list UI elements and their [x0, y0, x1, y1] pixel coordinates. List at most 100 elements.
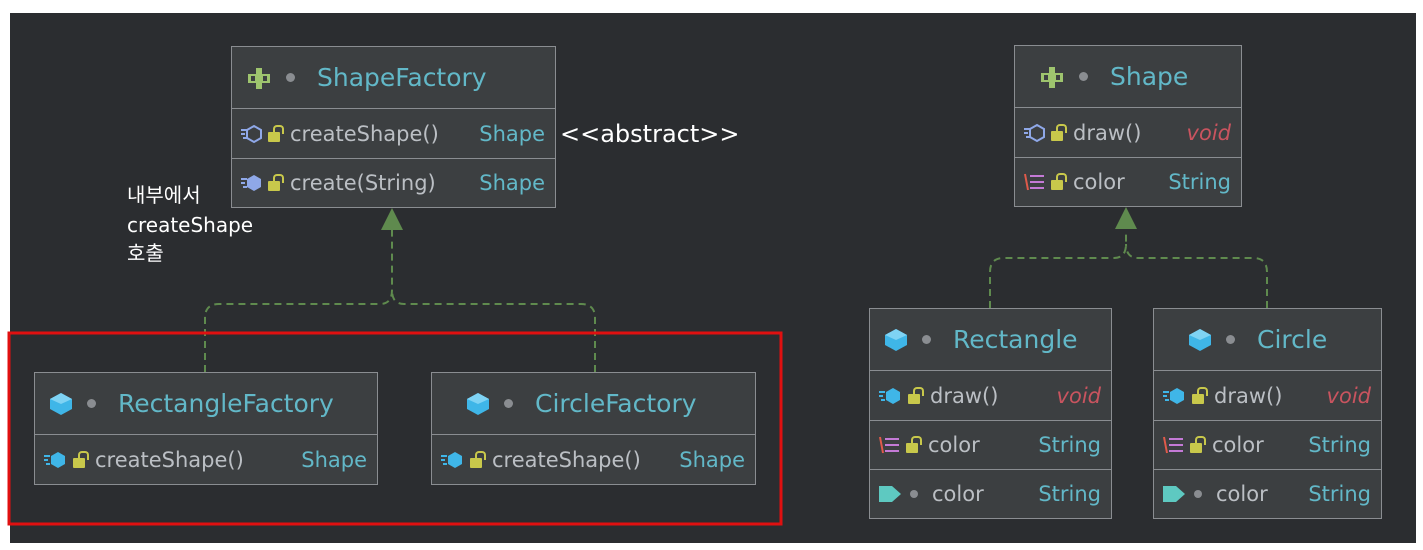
tag-icon	[1163, 486, 1185, 502]
return-type: void	[1186, 120, 1231, 145]
visibility-dot-icon	[286, 73, 295, 82]
lock-icon	[1051, 173, 1067, 190]
field-icon	[1024, 173, 1044, 191]
lock-icon	[908, 386, 924, 404]
field-type: String	[1308, 433, 1371, 457]
lock-icon	[1190, 436, 1206, 453]
rectangle-class[interactable]: Rectangle draw() void color String color…	[869, 308, 1112, 519]
class-icon	[1189, 328, 1211, 351]
method-row[interactable]: draw() void	[1015, 108, 1241, 158]
lock-icon	[268, 174, 284, 191]
field-icon	[1163, 436, 1183, 454]
lock-icon	[73, 451, 89, 468]
class-header: CircleFactory	[432, 373, 755, 435]
field-type: String	[1168, 170, 1231, 194]
class-header: Rectangle	[870, 309, 1111, 371]
note-text: 내부에서 createShape 호출	[127, 178, 253, 268]
field-type: String	[1038, 433, 1101, 457]
class-icon	[467, 392, 489, 415]
method-row[interactable]: createShape() Shape	[432, 435, 755, 485]
class-header: Shape	[1015, 46, 1241, 108]
interface-icon	[248, 67, 270, 89]
method-icon	[879, 387, 900, 404]
return-type: void	[1056, 383, 1101, 408]
circle-class[interactable]: Circle draw() void color String color St…	[1153, 308, 1382, 519]
class-title: Rectangle	[953, 325, 1078, 354]
method-name: draw()	[1073, 120, 1142, 145]
shape-class[interactable]: Shape draw() void color String	[1014, 45, 1242, 207]
return-type: Shape	[479, 121, 545, 146]
lock-icon	[268, 124, 284, 142]
lock-icon	[470, 451, 486, 468]
abstract-method-icon	[241, 124, 262, 143]
rectangle-factory-class[interactable]: RectangleFactory createShape() Shape	[34, 372, 378, 485]
method-name: draw()	[1214, 383, 1283, 408]
field-row[interactable]: color String	[1154, 421, 1381, 470]
shape-factory-arrowhead	[381, 208, 403, 230]
shape-arrowhead	[1115, 207, 1137, 229]
class-title: CircleFactory	[535, 389, 697, 418]
property-row[interactable]: color String	[870, 470, 1111, 518]
return-type: Shape	[479, 171, 545, 195]
method-icon	[1163, 387, 1184, 404]
method-name: create(String)	[290, 171, 436, 195]
property-type: String	[1308, 482, 1371, 506]
return-type: Shape	[301, 448, 367, 472]
method-name: createShape()	[290, 121, 439, 146]
class-title: Circle	[1257, 325, 1328, 354]
field-row[interactable]: color String	[870, 421, 1111, 470]
property-name: color	[932, 482, 984, 506]
field-name: color	[1212, 433, 1264, 457]
field-icon	[879, 436, 899, 454]
visibility-dot-icon	[910, 490, 918, 498]
class-header: RectangleFactory	[35, 373, 377, 435]
class-icon	[885, 328, 907, 351]
method-name: draw()	[930, 383, 999, 408]
method-row[interactable]: createShape() Shape	[35, 435, 377, 485]
method-name: createShape()	[492, 448, 641, 472]
class-header: ShapeFactory	[232, 47, 555, 109]
class-title: ShapeFactory	[317, 63, 487, 92]
note-line: 호출	[127, 241, 164, 265]
class-header: Circle	[1154, 309, 1381, 371]
return-type: void	[1326, 383, 1371, 408]
note-line: createShape	[127, 213, 254, 237]
visibility-dot-icon	[1194, 490, 1202, 498]
abstract-method-icon	[1024, 123, 1045, 142]
field-name: color	[1073, 170, 1125, 194]
circle-inheritance-line	[1125, 243, 1268, 308]
field-name: color	[928, 433, 980, 457]
method-icon	[241, 175, 261, 191]
lock-icon	[1051, 123, 1067, 141]
visibility-dot-icon	[1226, 335, 1235, 344]
lock-icon	[1192, 386, 1208, 404]
method-row[interactable]: createShape() Shape	[232, 109, 555, 159]
method-row[interactable]: draw() void	[870, 371, 1111, 421]
class-icon	[50, 392, 72, 415]
interface-icon	[1041, 66, 1063, 88]
class-title: RectangleFactory	[118, 389, 334, 418]
visibility-dot-icon	[922, 335, 931, 344]
property-type: String	[1038, 482, 1101, 506]
tag-icon	[879, 486, 901, 502]
method-row[interactable]: create(String) Shape	[232, 159, 555, 207]
method-name: createShape()	[95, 448, 244, 472]
rectangle-factory-inheritance-line	[204, 228, 393, 372]
visibility-dot-icon	[1079, 72, 1088, 81]
circle-factory-class[interactable]: CircleFactory createShape() Shape	[431, 372, 756, 485]
class-title: Shape	[1110, 62, 1189, 91]
note-line: 내부에서	[127, 183, 201, 207]
return-type: Shape	[679, 448, 745, 472]
rectangle-inheritance-line	[989, 230, 1127, 308]
lock-icon	[906, 436, 922, 453]
method-row[interactable]: draw() void	[1154, 371, 1381, 421]
abstract-label: <<abstract>>	[560, 120, 740, 148]
visibility-dot-icon	[504, 399, 513, 408]
method-icon	[441, 452, 462, 468]
circle-factory-inheritance-line	[391, 289, 596, 372]
field-row[interactable]: color String	[1015, 158, 1241, 206]
visibility-dot-icon	[87, 399, 96, 408]
property-row[interactable]: color String	[1154, 470, 1381, 518]
shape-factory-class[interactable]: ShapeFactory createShape() Shape create(…	[231, 46, 556, 208]
